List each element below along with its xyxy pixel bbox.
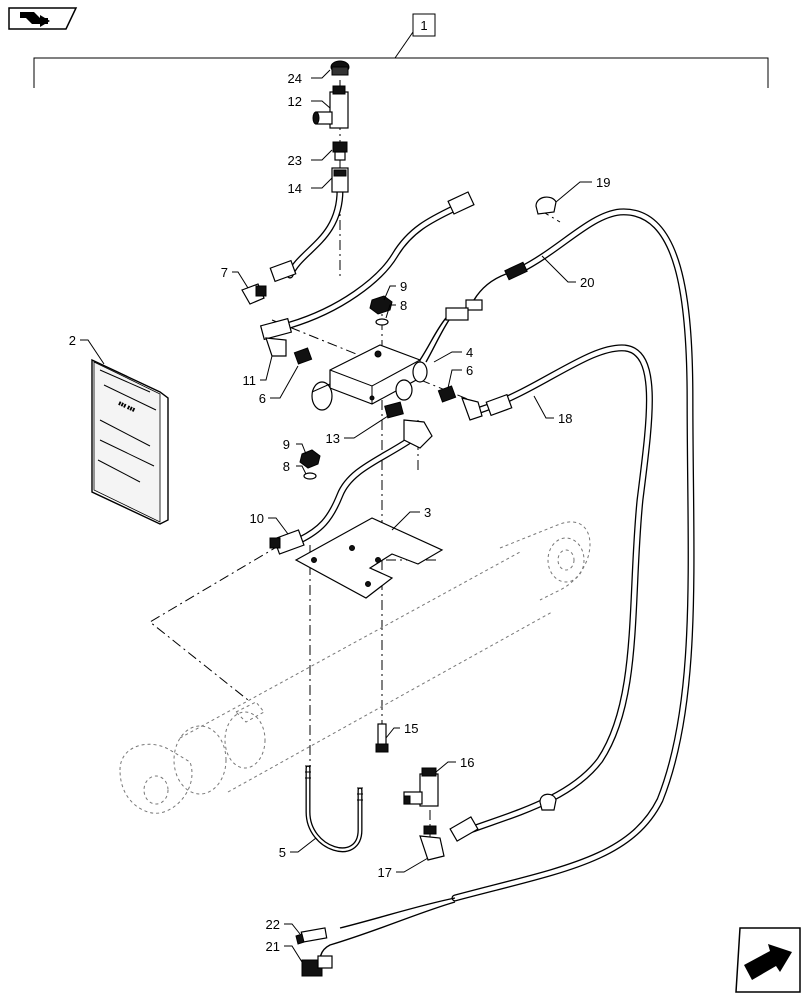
callout-7: 7 xyxy=(221,265,228,280)
part-5-u-bolt xyxy=(305,765,363,853)
callout-8-lower: 8 xyxy=(283,459,290,474)
hose-10 xyxy=(269,419,433,555)
part-2-manual: ▮▮▮ ▮▮▮ xyxy=(91,358,169,525)
part-6-fitting-right xyxy=(437,385,457,403)
part-16-tee xyxy=(403,767,439,807)
part-7-elbow xyxy=(241,283,267,305)
callout-labels: 24 12 23 14 7 9 8 2 11 6 4 6 13 9 8 10 3… xyxy=(69,71,611,954)
callout-9-upper: 9 xyxy=(400,279,407,294)
callout-6-left: 6 xyxy=(259,391,266,406)
part-12-tee xyxy=(312,85,349,129)
part-13-fitting xyxy=(384,401,404,419)
callout-8-upper: 8 xyxy=(400,298,407,313)
hose-upper xyxy=(259,191,475,341)
part-6-fitting-left xyxy=(293,347,313,365)
callout-23: 23 xyxy=(288,153,302,168)
callout-3: 3 xyxy=(424,505,431,520)
callout-13: 13 xyxy=(326,431,340,446)
callout-14: 14 xyxy=(288,181,302,196)
callout-4: 4 xyxy=(466,345,473,360)
callout-22: 22 xyxy=(266,917,280,932)
part-4-valve-block xyxy=(311,344,428,411)
assembly-bracket: 1 xyxy=(33,13,769,88)
clip-lower xyxy=(539,793,557,811)
callout-16: 16 xyxy=(460,755,474,770)
assembly-number: 1 xyxy=(420,18,427,33)
hose-18 xyxy=(449,344,653,842)
callout-17: 17 xyxy=(378,865,392,880)
back-navigation-icon[interactable] xyxy=(8,7,78,30)
callout-19: 19 xyxy=(596,175,610,190)
callout-11: 11 xyxy=(243,373,257,388)
centerlines xyxy=(149,80,561,840)
callout-12: 12 xyxy=(288,94,302,109)
callout-5: 5 xyxy=(279,845,286,860)
next-page-icon[interactable] xyxy=(735,927,801,993)
part-9-nut-upper xyxy=(369,295,393,326)
part-19-clip xyxy=(535,196,557,215)
part-24-cap xyxy=(330,60,350,76)
callout-2: 2 xyxy=(69,333,76,348)
part-9-nut-lower xyxy=(299,449,321,480)
part-23-adapter xyxy=(332,141,348,161)
callout-21: 21 xyxy=(266,939,280,954)
callout-9-lower: 9 xyxy=(283,437,290,452)
callout-6-right: 6 xyxy=(466,363,473,378)
harness-20 xyxy=(419,208,695,902)
part-11-elbow xyxy=(265,337,287,357)
part-15-bolt xyxy=(375,723,389,753)
part-3-mounting-plate xyxy=(294,517,444,599)
callout-20: 20 xyxy=(580,275,594,290)
callout-18: 18 xyxy=(558,411,572,426)
callout-24: 24 xyxy=(288,71,302,86)
part-17-elbow xyxy=(419,825,445,861)
callout-15: 15 xyxy=(404,721,418,736)
hose-14 xyxy=(269,167,349,283)
part-21-connector xyxy=(301,955,333,977)
callout-10: 10 xyxy=(250,511,264,526)
leader-lines xyxy=(80,69,592,963)
hydraulic-cylinder xyxy=(119,521,591,814)
